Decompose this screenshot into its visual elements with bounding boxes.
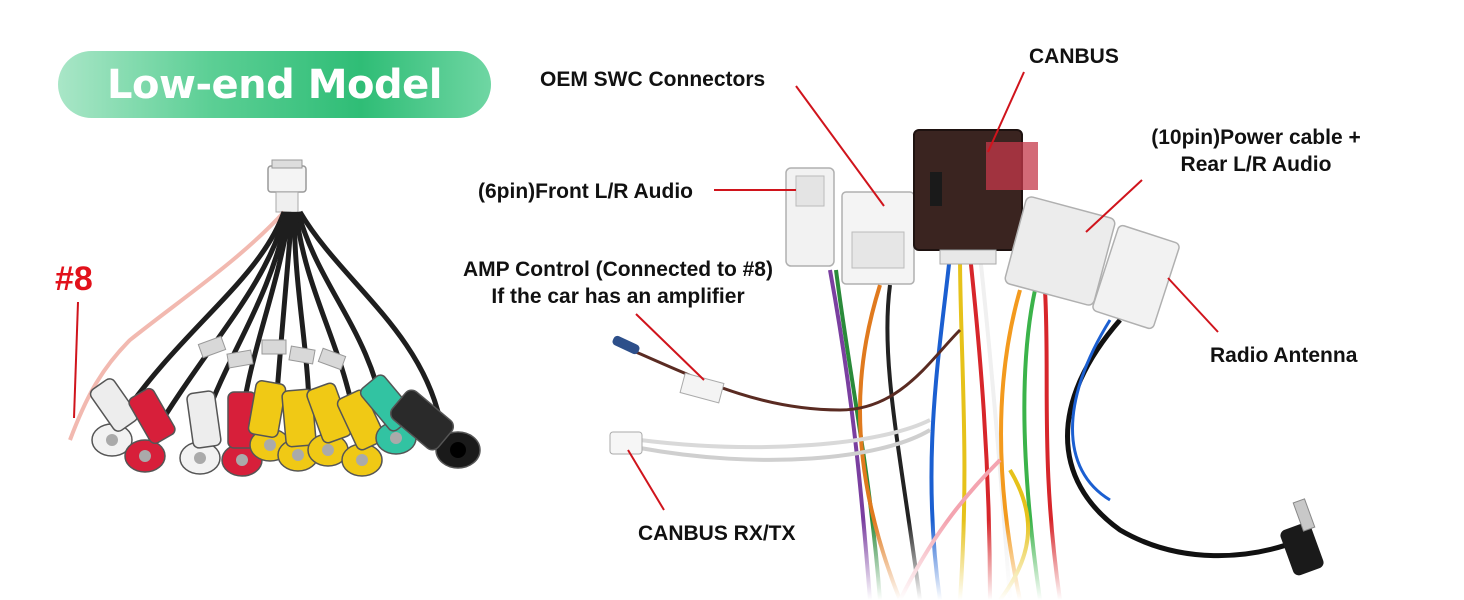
amp-control-label-line1: AMP Control (Connected to #8)	[463, 258, 773, 281]
power-cable-label: (10pin)Power cable + Rear L/R Audio	[1130, 124, 1382, 178]
power-cable-label-line1: (10pin)Power cable +	[1151, 126, 1361, 149]
model-badge: Low-end Model	[58, 51, 491, 118]
rca-cable-illustration	[68, 159, 481, 477]
front-audio-label: (6pin)Front L/R Audio	[478, 180, 694, 203]
canbus-label: CANBUS	[1029, 45, 1119, 68]
main-harness-illustration	[609, 129, 1324, 600]
amp-control-label-line2: If the car has an amplifier	[491, 285, 745, 308]
radio-antenna-label: Radio Antenna	[1210, 344, 1358, 367]
canbus-rxtx-label: CANBUS RX/TX	[638, 522, 796, 545]
marker-8-label: #8	[55, 260, 93, 298]
power-cable-label-line2: Rear L/R Audio	[1180, 153, 1332, 176]
callout-lines	[73, 71, 1219, 511]
model-badge-text: Low-end Model	[107, 61, 442, 108]
amp-control-label: AMP Control (Connected to #8) If the car…	[440, 256, 796, 310]
oem-swc-label: OEM SWC Connectors	[540, 68, 766, 91]
